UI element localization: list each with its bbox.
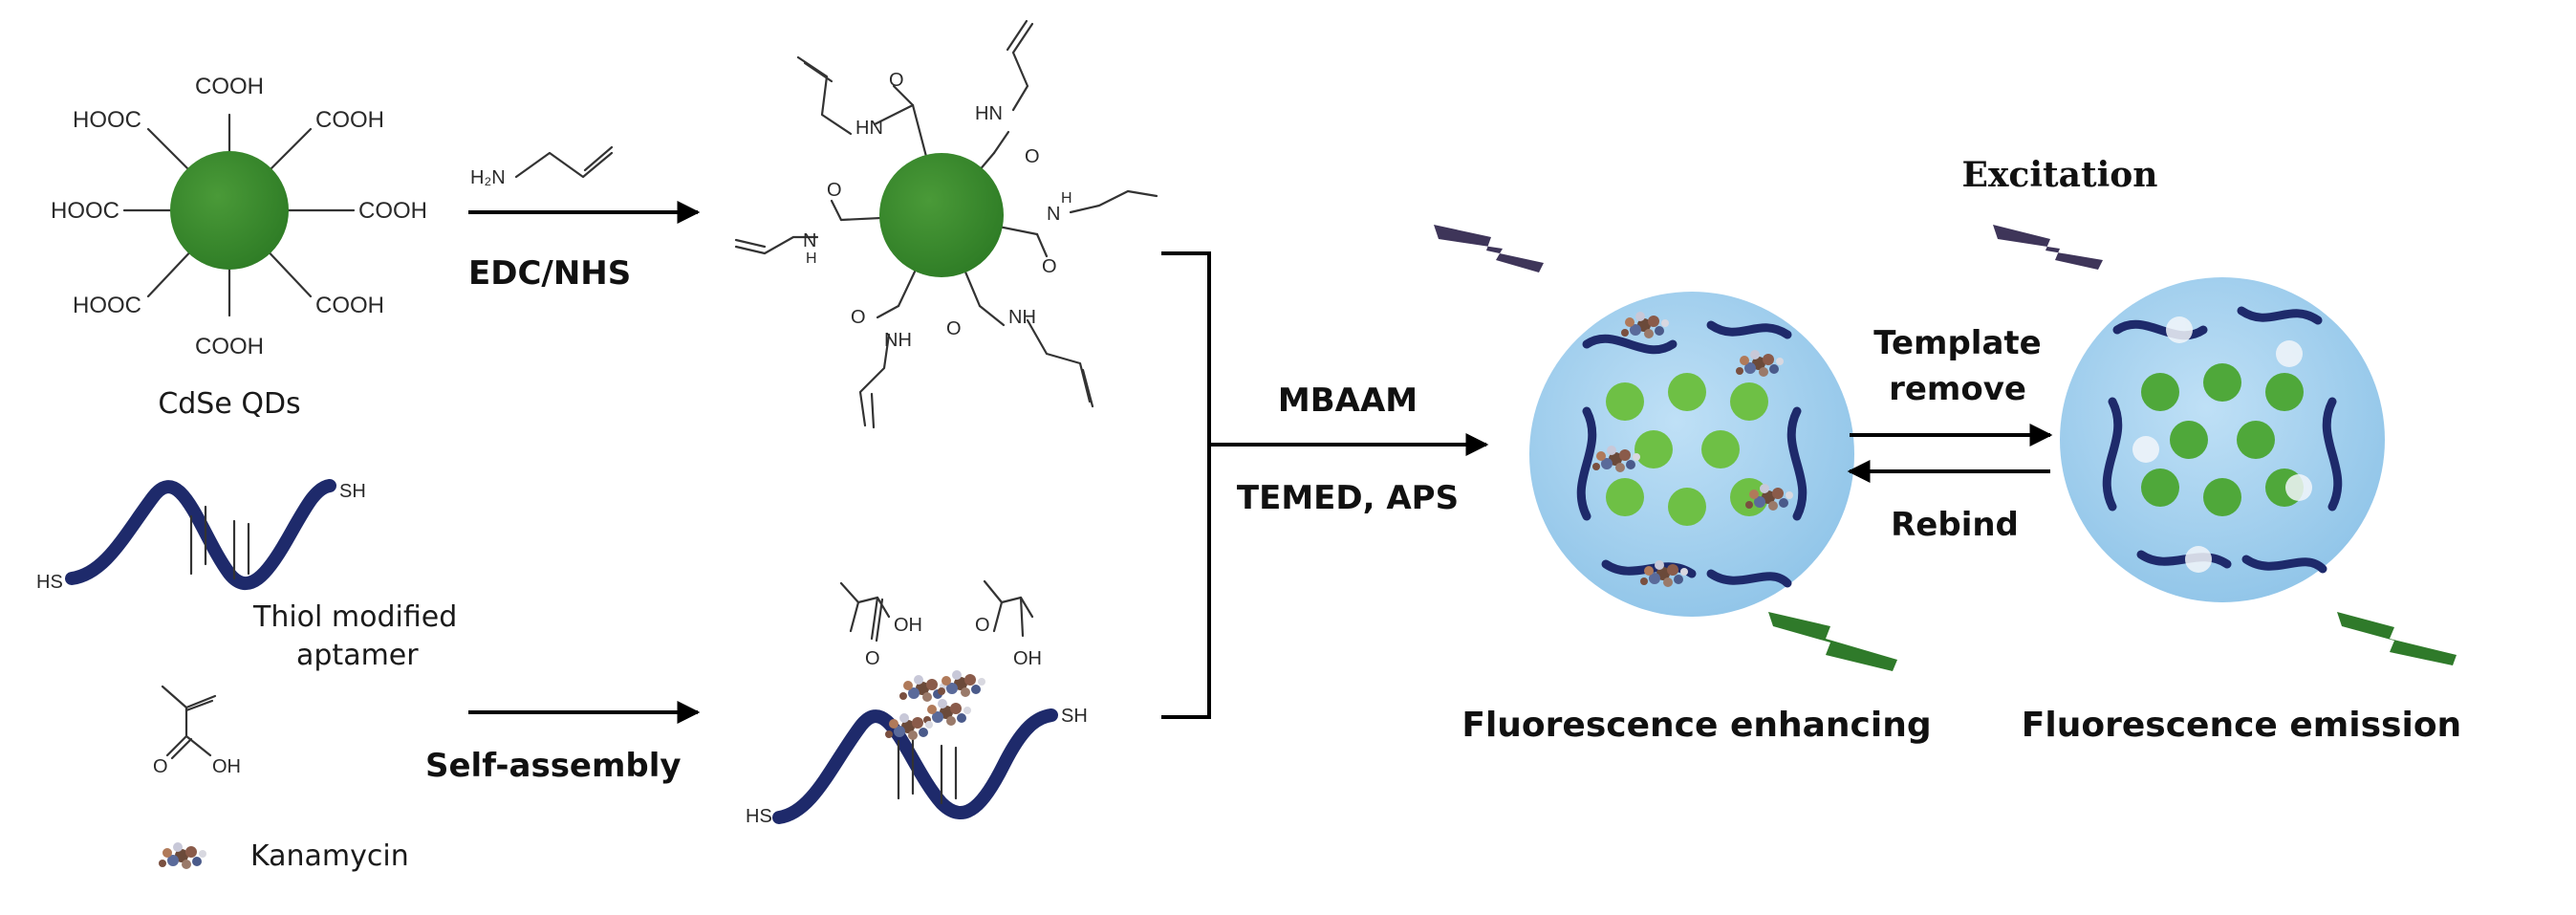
amide-nh-6: N — [803, 230, 816, 251]
allylamine-nh2: H₂N — [470, 167, 506, 188]
edc-nhs-label: EDC/NHS — [468, 254, 631, 293]
amide-o-1: O — [889, 70, 904, 91]
thiol-aptamer: HS SH Thiol modified aptamer — [36, 479, 457, 672]
amide-h-3: H — [1061, 190, 1072, 207]
aptamer-sh: SH — [339, 481, 366, 502]
hooc-upper-left: HOOC — [73, 107, 141, 133]
cooh-bottom: COOH — [195, 334, 264, 359]
qd-label: CdSe QDs — [158, 387, 300, 421]
amide-o-6: O — [827, 180, 842, 201]
excitation-bolt-left — [1434, 225, 1544, 272]
amide-nh-3: N — [1047, 204, 1060, 225]
mbaam-label: MBAAM — [1278, 381, 1418, 420]
qd-core — [170, 151, 289, 270]
complex-oh-1: OH — [894, 615, 922, 636]
complex-o-1: O — [865, 648, 880, 669]
fluorescence-enhancing-label: Fluorescence enhancing — [1461, 706, 1931, 745]
hooc-lower-left: HOOC — [73, 293, 141, 318]
amide-o-4: O — [946, 318, 962, 339]
template-remove-line1: Template — [1873, 324, 2041, 362]
step1-arrow-group: H₂N EDC/NHS — [468, 145, 701, 293]
complex-oh-2: OH — [1013, 648, 1042, 669]
mip-particle-loaded — [1529, 292, 1854, 617]
aptamer-label-line1: Thiol modified — [252, 600, 457, 634]
methacrylic-acid: O OH — [153, 685, 241, 777]
cooh-lower-right: COOH — [315, 293, 384, 318]
polymerization-group: MBAAM TEMED, APS — [1161, 251, 1489, 719]
amide-hn-1: HN — [855, 118, 883, 139]
amide-h-6: H — [806, 251, 817, 267]
kanamycin-label: Kanamycin — [250, 839, 409, 873]
excitation-bolt-right — [1993, 225, 2103, 270]
cooh-top: COOH — [195, 74, 264, 99]
mma-o: O — [153, 756, 168, 777]
complex-sh: SH — [1061, 706, 1088, 727]
fluorescence-emission-label: Fluorescence emission — [2022, 706, 2461, 745]
particle-sphere-left — [1529, 292, 1854, 617]
template-remove-line2: remove — [1889, 370, 2026, 408]
aptamer-label-line2: aptamer — [296, 639, 419, 672]
complex-o-2: O — [975, 615, 990, 636]
temed-aps-label: TEMED, APS — [1237, 479, 1459, 517]
merge-bracket — [1161, 251, 1211, 719]
carboxyl-quantum-dot: COOH COOH COOH COOH COOH HOOC HOOC HOOC … — [51, 74, 427, 421]
amide-o-3: O — [1042, 256, 1057, 277]
mip-particle-empty — [2060, 277, 2385, 602]
particle-sphere-right — [2060, 277, 2385, 602]
aptamer-hs: HS — [36, 572, 63, 593]
cooh-right: COOH — [358, 198, 427, 224]
mma-oh: OH — [212, 756, 241, 777]
kanamycin-legend: Kanamycin — [159, 839, 409, 873]
amide-o-2: O — [1025, 146, 1040, 167]
step2-arrow-group: Self-assembly — [425, 701, 701, 785]
amide-nh-4: NH — [1008, 307, 1036, 328]
emission-bolt-right — [2337, 612, 2457, 665]
self-assembly-label: Self-assembly — [425, 747, 682, 785]
rebind-label: Rebind — [1891, 506, 2019, 544]
emission-bolt-left — [1768, 612, 1897, 671]
hooc-left: HOOC — [51, 198, 119, 224]
template-exchange-group: Template remove Rebind — [1847, 324, 2053, 544]
allyl-qd-core — [879, 153, 1004, 277]
excitation-label: Excitation — [1962, 155, 2158, 195]
cooh-upper-right: COOH — [315, 107, 384, 133]
amide-nh-5: NH — [884, 330, 912, 351]
allyl-quantum-dot: HN O HN O N H O NH O O NH N H O — [734, 19, 1158, 429]
amide-o-5: O — [851, 307, 866, 328]
aptamer-kanamycin-complex: OH O O OH HS SH — [746, 579, 1088, 827]
kanamycin-icon — [159, 842, 206, 869]
amide-hn-2: HN — [975, 103, 1003, 124]
complex-hs: HS — [746, 806, 772, 827]
